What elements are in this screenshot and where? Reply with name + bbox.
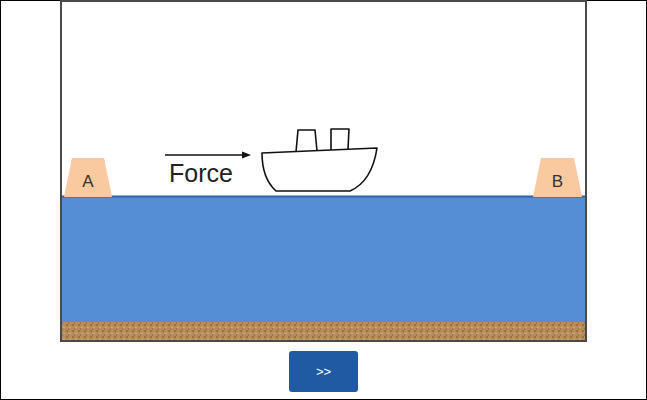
force-label: Force	[169, 159, 233, 188]
shape-fill	[533, 158, 582, 197]
water-surface	[61, 196, 586, 198]
shape-fill	[64, 158, 112, 197]
next-button: >>	[289, 351, 358, 392]
force-arrow	[165, 152, 251, 159]
sea-bed	[61, 322, 586, 340]
shape-fill	[289, 351, 358, 392]
panel-border	[61, 1, 586, 341]
water	[61, 196, 586, 323]
button-label: >>	[316, 364, 331, 379]
sky	[61, 1, 586, 197]
boat-illustration	[262, 129, 377, 191]
dock-block: A	[64, 158, 112, 197]
dock-label: B	[552, 172, 563, 192]
dock-label: A	[82, 172, 93, 192]
dock-block: B	[533, 158, 582, 197]
